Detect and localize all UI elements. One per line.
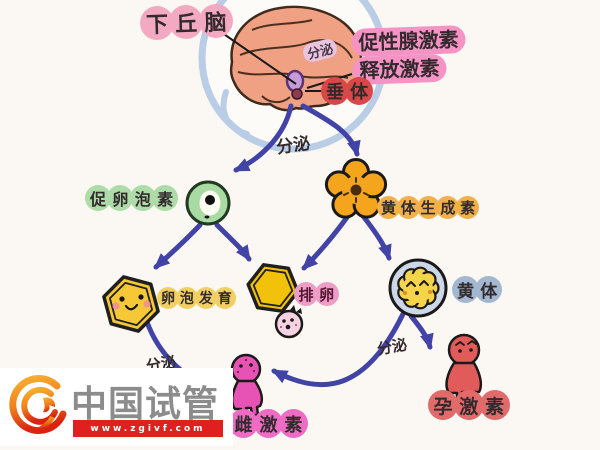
- lh-label: 黄体生成素: [377, 196, 480, 219]
- secretion-label-pituitary: 分泌: [275, 133, 312, 159]
- fsh-cell-icon: [185, 180, 231, 226]
- pituitary-gland-icon: [285, 69, 305, 100]
- ovulation-label: 排卵: [294, 282, 339, 306]
- watermark-url: www.zgivf.com: [73, 420, 223, 437]
- phoenix-logo-icon: [9, 375, 67, 434]
- gnrh-label-line1: 促性腺激素: [351, 25, 466, 57]
- arrow-fsh-to-ovulation: [214, 222, 252, 262]
- arrow-pituitary-to-lh: [300, 103, 361, 157]
- arrow-lh-to-ovulation: [301, 213, 351, 271]
- gnrh-label: 促性腺激素 释放激素: [351, 25, 467, 85]
- arrow-pituitary-to-fsh: [233, 103, 294, 173]
- follicle-development-label: 卵泡发育: [157, 287, 236, 309]
- hypothalamus-label: 下丘脑: [139, 3, 234, 41]
- ovulation-hexagon-icon: [246, 263, 300, 313]
- arrow-corpusluteum-to-progesterone: [408, 313, 434, 350]
- follicle-hexagon-icon: [102, 275, 160, 333]
- egg-icon: [274, 305, 304, 339]
- arrow-corpusluteum-to-estrogen: [271, 311, 406, 388]
- corpus-luteum-icon: [388, 258, 448, 318]
- watermark-brand-text: 中国试管: [71, 384, 220, 425]
- watermark: 中国试管 www.zgivf.com: [0, 368, 233, 446]
- progesterone-label: 孕激素: [428, 390, 510, 420]
- progesterone-figure-icon: [445, 333, 483, 401]
- flow-arrows: [144, 103, 434, 392]
- arrow-lh-to-corpusluteum: [360, 213, 392, 261]
- arrow-fsh-to-follicle: [153, 222, 203, 270]
- corpus-luteum-label: 黄体: [452, 276, 503, 303]
- pituitary-label: 垂体: [321, 77, 374, 105]
- fsh-label: 促卵泡素: [85, 185, 179, 211]
- lh-flower-icon: [324, 158, 388, 219]
- estrogen-label: 雌激素: [229, 409, 308, 438]
- estrogen-figure-icon: [230, 353, 264, 417]
